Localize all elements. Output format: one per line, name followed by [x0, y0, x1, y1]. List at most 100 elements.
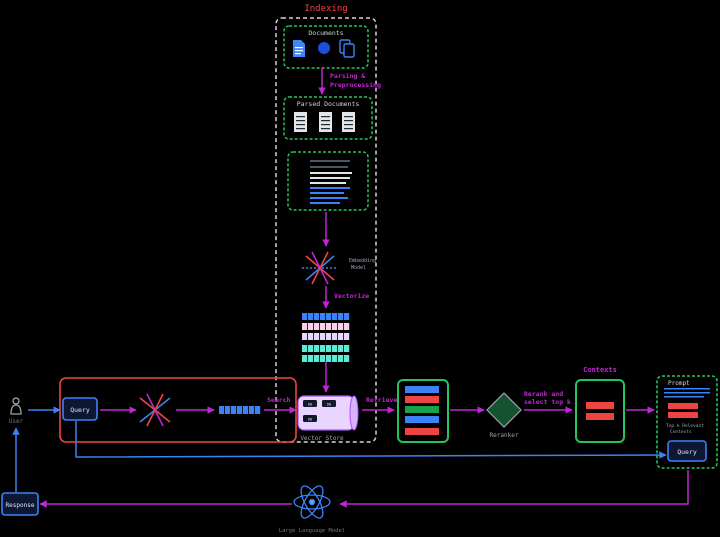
vector-cell	[344, 333, 350, 340]
embedding-model-icon	[302, 251, 338, 285]
vector-cell	[338, 323, 344, 330]
vector-cell	[326, 323, 332, 330]
prompt-label: Prompt	[668, 380, 690, 387]
prompt-to-llm-path	[339, 470, 689, 508]
blue-circle-icon	[318, 42, 330, 54]
llm-label: Large Language Model	[279, 528, 345, 534]
reranker-label: Reranker	[490, 432, 519, 439]
query-vector	[219, 406, 261, 414]
vector-store-tag: DB	[327, 402, 332, 407]
prompt-line	[664, 388, 710, 390]
vector-cell	[302, 355, 308, 362]
chunks-box	[287, 151, 369, 211]
vector-cell	[308, 355, 314, 362]
retrieved-chunk-bars	[405, 386, 439, 435]
vector-cell	[338, 313, 344, 320]
google-doc-icon	[293, 40, 305, 57]
vector-cell	[314, 345, 320, 352]
vector-cell	[314, 313, 320, 320]
vector-cell	[332, 345, 338, 352]
vector-grid	[302, 313, 350, 362]
prompt-context-bar	[668, 412, 698, 418]
indexing-title: Indexing	[304, 4, 347, 14]
query-vector-cell	[249, 406, 255, 414]
vector-store-tag: DB	[308, 402, 313, 407]
query-vector-cell	[237, 406, 243, 414]
embedding-model-label-line2: Model	[351, 265, 366, 271]
prompt-line	[664, 396, 704, 398]
vector-cell	[326, 313, 332, 320]
parsed-documents-label: Parsed Documents	[297, 100, 360, 108]
copy-document-icon	[339, 39, 355, 58]
vector-cell	[320, 313, 326, 320]
vector-cell	[302, 323, 308, 330]
vector-cell	[344, 355, 350, 362]
user-label: User	[9, 418, 24, 425]
prompt-query-box	[667, 440, 707, 462]
indexing-container	[275, 17, 377, 443]
query-forward-path	[75, 421, 667, 459]
retrieved-chunks-box	[397, 379, 449, 443]
search-label: Search	[267, 396, 291, 404]
vector-cell	[302, 345, 308, 352]
vector-cell	[302, 333, 308, 340]
query-box[interactable]	[62, 397, 98, 421]
contexts-label: Contexts	[583, 366, 617, 374]
vector-cell	[308, 345, 314, 352]
context-bar	[586, 402, 614, 409]
parsing-label-line1: Parsing &	[330, 72, 365, 80]
vector-cell	[344, 313, 350, 320]
vector-cell	[338, 355, 344, 362]
parsed-documents-box	[283, 96, 373, 140]
chunk-lines	[310, 160, 352, 204]
rerank-label-line2: select top k	[524, 398, 571, 406]
vectorize-label: Vectorize	[334, 292, 369, 300]
prompt-caption-line2: Contexts	[670, 429, 692, 435]
vector-cell	[326, 355, 332, 362]
vector-cell	[308, 333, 314, 340]
vector-store-tag: DB	[308, 417, 313, 422]
vector-cell	[320, 345, 326, 352]
vector-cell	[332, 333, 338, 340]
user-icon	[10, 397, 22, 415]
prompt-box	[656, 375, 718, 469]
vector-cell	[326, 333, 332, 340]
prompt-line	[664, 392, 710, 394]
vector-cell	[320, 333, 326, 340]
query-vector-cell	[243, 406, 249, 414]
contexts-box	[575, 379, 625, 443]
embedding-model-label-line1: Embedding	[349, 258, 376, 264]
vector-cell	[332, 323, 338, 330]
vector-cell	[332, 313, 338, 320]
vector-cell	[314, 355, 320, 362]
query-label: Query	[70, 406, 90, 414]
vector-store-label: Vector Store	[300, 435, 344, 442]
documents-label: Documents	[308, 29, 343, 37]
llm-atom-icon	[293, 485, 331, 519]
vector-cell	[344, 323, 350, 330]
vector-store-icon	[297, 395, 359, 431]
vector-cell	[302, 313, 308, 320]
vector-cell	[314, 333, 320, 340]
query-vector-cell	[219, 406, 225, 414]
vector-cell	[338, 333, 344, 340]
vector-cell	[314, 323, 320, 330]
vector-cell	[320, 355, 326, 362]
retrieve-label: Retrieve	[366, 396, 397, 404]
rerank-label-line1: Rerank and	[524, 390, 563, 398]
reranker-diamond	[486, 392, 522, 428]
vector-cell	[308, 323, 314, 330]
vector-cell	[338, 345, 344, 352]
vector-cell	[326, 345, 332, 352]
parsing-label-line2: Preprocessing	[330, 81, 381, 89]
prompt-caption-line1: Top k Relevant	[666, 423, 704, 429]
query-vector-cell	[225, 406, 231, 414]
response-label: Response	[6, 502, 35, 509]
vector-cell	[308, 313, 314, 320]
parsed-page-lines	[296, 116, 353, 130]
vector-cell	[344, 345, 350, 352]
context-bar	[586, 413, 614, 420]
documents-box	[283, 25, 369, 69]
response-box	[1, 492, 39, 516]
